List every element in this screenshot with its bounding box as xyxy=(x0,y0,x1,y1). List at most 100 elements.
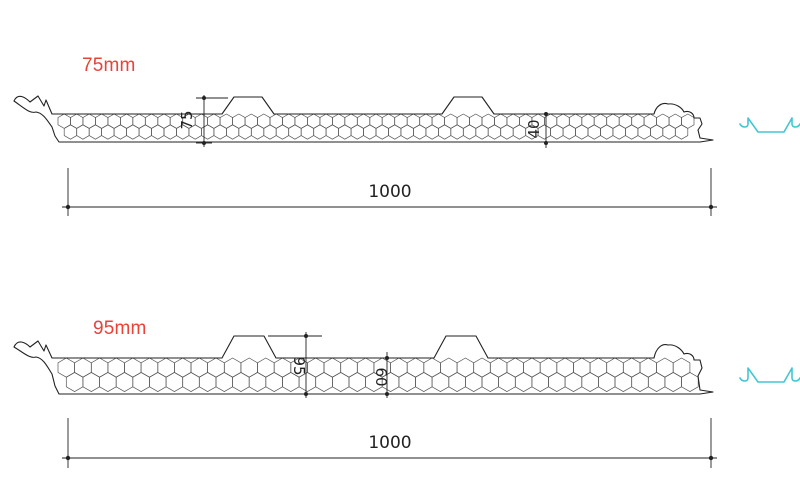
core-cell xyxy=(450,124,464,140)
core-cell xyxy=(523,357,541,378)
core-cell xyxy=(138,124,152,140)
steel-channel-icon xyxy=(739,367,800,383)
core-cell xyxy=(265,371,283,393)
panel-75-tick xyxy=(708,204,714,210)
panel-95-thickness-label: 95mm xyxy=(93,318,147,339)
panel-75-profile: 75 40 1000 xyxy=(13,95,717,216)
core-cell xyxy=(238,124,252,140)
core-cell xyxy=(622,357,641,378)
core-cell xyxy=(356,357,375,378)
panel-95-core-height-label: 60 xyxy=(372,367,390,386)
core-cell xyxy=(157,357,175,378)
core-cell xyxy=(90,357,109,378)
core-cell xyxy=(250,124,265,140)
core-cell xyxy=(149,371,167,393)
panel-95-tick xyxy=(708,455,714,461)
core-cell xyxy=(465,371,483,393)
core-cell xyxy=(207,357,225,378)
core-cell xyxy=(539,357,558,378)
core-cell xyxy=(76,124,90,140)
core-cell xyxy=(489,357,508,378)
core-cell xyxy=(614,371,633,393)
panel-95-outline xyxy=(13,335,714,395)
core-cell xyxy=(213,124,227,140)
core-cell xyxy=(74,357,92,378)
core-cell xyxy=(240,357,258,378)
core-cell xyxy=(587,124,601,140)
core-cell xyxy=(498,371,516,393)
core-cell xyxy=(674,124,689,140)
core-cell xyxy=(639,357,657,378)
core-cell xyxy=(423,357,441,378)
core-cell xyxy=(431,371,450,393)
core-cell xyxy=(107,357,125,378)
core-cell xyxy=(325,124,339,140)
panel-95-tick xyxy=(304,392,308,396)
core-cell xyxy=(664,371,682,393)
core-cell xyxy=(248,371,267,393)
panel-95-tick xyxy=(385,392,389,396)
panel-75-tick xyxy=(202,96,206,100)
core-cell xyxy=(581,371,599,393)
core-cell xyxy=(440,357,458,378)
core-cell xyxy=(448,371,466,393)
core-cell xyxy=(398,371,416,393)
core-cell xyxy=(589,357,608,378)
core-cell xyxy=(475,124,489,140)
core-cell xyxy=(65,371,84,393)
core-cell xyxy=(140,357,159,378)
core-cell xyxy=(300,124,315,140)
core-cell xyxy=(681,371,699,393)
core-cell xyxy=(375,124,389,140)
panel-75-core-pattern xyxy=(57,113,695,140)
core-cell xyxy=(226,124,240,140)
core-cell xyxy=(190,357,208,378)
core-cell xyxy=(650,124,664,140)
core-cell xyxy=(99,371,117,393)
core-cell xyxy=(257,357,275,378)
core-cell xyxy=(163,124,177,140)
core-cell xyxy=(662,124,676,140)
core-cell xyxy=(273,357,292,378)
core-cell xyxy=(637,124,651,140)
core-cell xyxy=(487,124,502,140)
panel-75-core-height-label: 40 xyxy=(525,119,543,138)
core-cell xyxy=(413,124,427,140)
core-cell xyxy=(625,124,639,140)
core-cell xyxy=(350,124,364,140)
core-cell xyxy=(631,371,649,393)
core-cell xyxy=(348,371,366,393)
core-cell xyxy=(315,371,333,393)
panel-75-width-label: 1000 xyxy=(368,182,411,202)
core-cell xyxy=(215,371,233,393)
core-cell xyxy=(313,124,327,140)
panel-75-tick xyxy=(544,112,548,116)
core-cell xyxy=(462,124,477,140)
panel-95-tick xyxy=(65,455,71,461)
core-cell xyxy=(338,124,352,140)
core-cell xyxy=(438,124,452,140)
core-cell xyxy=(672,357,691,378)
core-cell xyxy=(165,371,184,393)
core-cell xyxy=(500,124,514,140)
core-cell xyxy=(406,357,425,378)
core-cell xyxy=(598,371,616,393)
core-cell xyxy=(332,371,350,393)
core-cell xyxy=(323,357,342,378)
panel-75-tick xyxy=(65,204,71,210)
core-cell xyxy=(481,371,499,393)
panel-75-tick xyxy=(544,141,548,145)
core-cell xyxy=(425,124,439,140)
core-cell xyxy=(151,124,165,140)
panel-95-tick xyxy=(385,356,389,360)
core-cell xyxy=(288,124,302,140)
core-cell xyxy=(456,357,475,378)
core-cell xyxy=(182,371,200,393)
core-cell xyxy=(388,124,402,140)
core-cell xyxy=(57,357,75,378)
core-cell xyxy=(124,357,142,378)
core-cell xyxy=(656,357,674,378)
panel-75-thickness-label: 75mm xyxy=(82,55,136,76)
core-cell xyxy=(115,371,134,393)
